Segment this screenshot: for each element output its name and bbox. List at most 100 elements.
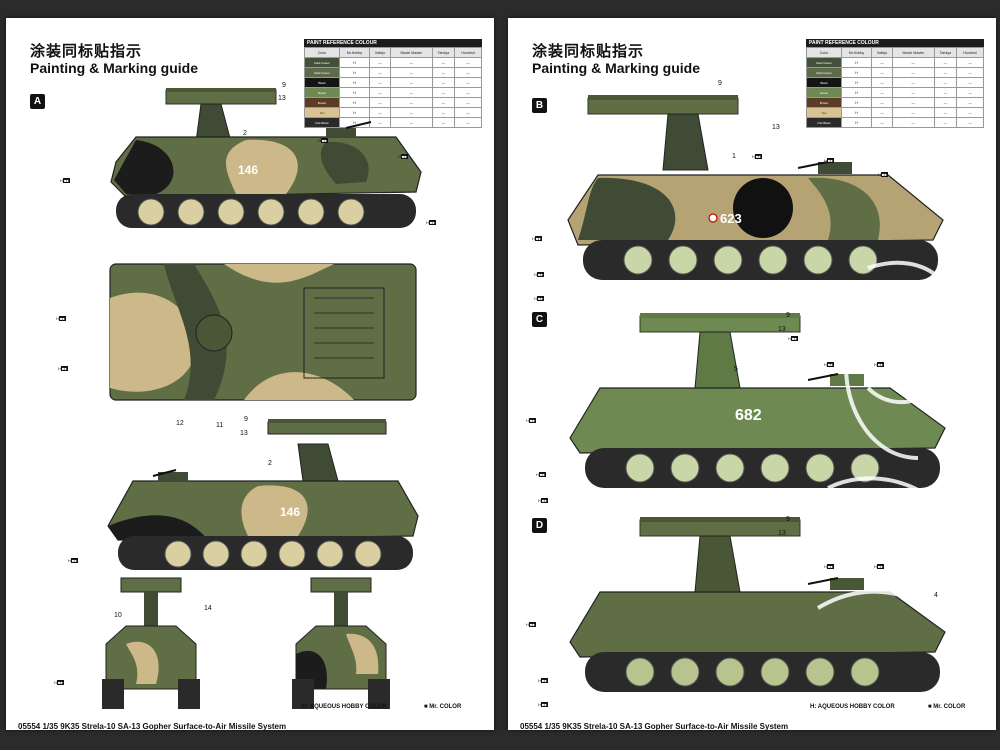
marking-code: H■■ <box>532 236 542 241</box>
marking-code: H■■ <box>874 564 884 569</box>
paint-table-caption: PAINT REFERENCE COLOUR <box>806 39 984 47</box>
scheme-b-side-view: 623 <box>567 95 944 280</box>
camo-dark-patch <box>578 177 676 240</box>
scheme-a-side-view: 146 <box>110 88 422 228</box>
missile-launcher-rack <box>587 97 739 115</box>
paint-value: — <box>431 57 456 68</box>
color-swatch: Dark Green <box>806 67 842 78</box>
paint-table-row: Dark Green H — — — — <box>304 57 482 68</box>
launcher-mast <box>297 443 339 482</box>
paint-table-header: Humbrol <box>454 47 482 58</box>
guide-title-chinese: 涂装同标贴指示 <box>30 42 143 60</box>
color-swatch: Black <box>806 77 842 88</box>
scheme-a-side-view-right: 146 <box>107 443 419 570</box>
machine-gun <box>152 469 177 477</box>
marking-code: H■■ <box>54 680 64 685</box>
camo-olive-patch <box>808 177 880 240</box>
marking-code: H■■ <box>526 622 536 627</box>
marking-code: H■■ <box>752 154 762 159</box>
paint-table-caption: PAINT REFERENCE COLOUR <box>304 39 482 47</box>
watermark-logo <box>816 260 970 650</box>
paint-table-header-row: Color Mr.Hobby Vallejo Model Master Tami… <box>806 47 984 58</box>
paint-table-row: Dark Green H — — — — <box>806 67 984 78</box>
paint-table-header: Tamiya <box>933 47 958 58</box>
missile-tube <box>640 313 800 318</box>
camo-dark-patch <box>320 141 369 184</box>
guide-title: Painting & Marking guide <box>30 60 199 76</box>
callout-9: 9 <box>786 312 790 319</box>
callout-11: 11 <box>216 422 224 429</box>
launcher-mast <box>662 113 709 171</box>
guide-title: Painting & Marking guide <box>532 60 701 76</box>
paint-table-row: Flat Black H — — — — <box>304 117 482 128</box>
paint-value: — <box>454 97 482 108</box>
guide-title-chinese: 涂装同标贴指示 <box>532 42 645 60</box>
paint-table-row: Black H — — — — <box>806 77 984 88</box>
callout-13: 13 <box>778 326 786 333</box>
paint-value: — <box>933 57 958 68</box>
marking-code: H■■ <box>536 472 546 477</box>
vehicle-number: 146 <box>280 505 300 519</box>
marking-code: H■■ <box>538 498 548 503</box>
camo-tan-patch <box>226 139 298 194</box>
callout-2: 2 <box>268 460 272 467</box>
vehicle-number: 146 <box>238 163 258 177</box>
missile-launcher-rack <box>639 315 801 333</box>
marking-code: H■■ <box>68 558 78 563</box>
paint-value: — <box>870 67 894 78</box>
marking-code: H■■ <box>538 678 548 683</box>
paint-value: — <box>956 87 984 98</box>
legend-aqueous: H: AQUEOUS HOBBY COLOR <box>302 704 387 710</box>
camo-tan-patch <box>244 372 354 400</box>
marking-code: H■■ <box>56 316 66 321</box>
color-swatch: Flat Black <box>304 117 340 128</box>
callout-9: 9 <box>244 416 248 423</box>
roundel-icon <box>708 213 718 223</box>
road-wheels <box>625 657 880 687</box>
paint-table-row: Brown H — — — — <box>806 97 984 108</box>
paint-value: — <box>933 67 958 78</box>
color-swatch: Dark Green <box>304 57 340 68</box>
scheme-d-badge: D <box>532 518 547 533</box>
paint-table-row: Flat Black H — — — — <box>806 117 984 128</box>
missile-launcher-rack <box>639 519 801 537</box>
marking-code: H■■ <box>534 296 544 301</box>
paint-value: — <box>431 67 456 78</box>
road-wheels <box>625 453 880 483</box>
road-wheels <box>137 198 365 226</box>
legend-mr-color: ■ Mr. COLOR <box>424 704 462 710</box>
footer-product-line: 05554 1/35 9K35 Strela-10 SA-13 Gopher S… <box>520 722 789 731</box>
callout-10: 10 <box>114 612 122 619</box>
camo-tan-patch <box>241 485 308 536</box>
callout-2: 2 <box>243 130 247 137</box>
hobby-code: H <box>339 57 370 68</box>
marking-code: H■■ <box>878 172 888 177</box>
marking-code: H■■ <box>824 362 834 367</box>
scheme-b-badge: B <box>532 98 547 113</box>
paint-value: — <box>870 117 894 128</box>
callout-1: 1 <box>732 153 736 160</box>
paint-reference-table: PAINT REFERENCE COLOUR Color Mr.Hobby Va… <box>304 39 482 128</box>
paint-table-header: Vallejo <box>368 47 392 58</box>
machine-gun <box>797 161 829 169</box>
camo-black-patch <box>108 515 208 540</box>
footer-product-line: 05554 1/35 9K35 Strela-10 SA-13 Gopher S… <box>18 722 287 731</box>
paint-value: — <box>454 107 482 118</box>
scheme-a-badge: A <box>30 94 45 109</box>
callout-4: 4 <box>934 592 938 599</box>
paint-value: — <box>390 57 433 68</box>
engine-grilles <box>314 297 374 359</box>
paint-value: — <box>390 117 433 128</box>
paint-value: — <box>390 67 433 78</box>
paint-value: — <box>870 57 894 68</box>
paint-table-header: Model Master <box>892 47 935 58</box>
paint-table-header: Vallejo <box>870 47 894 58</box>
missile-tube <box>166 88 276 92</box>
scheme-a-rear-view <box>292 577 390 709</box>
paint-reference-table: PAINT REFERENCE COLOUR Color Mr.Hobby Va… <box>806 39 984 128</box>
paint-table-header-row: Color Mr.Hobby Vallejo Model Master Tami… <box>304 47 482 58</box>
scheme-c-badge: C <box>532 312 547 327</box>
marking-code: H■■ <box>58 366 68 371</box>
camo-tan-patch <box>110 292 196 392</box>
paint-value: — <box>956 67 984 78</box>
